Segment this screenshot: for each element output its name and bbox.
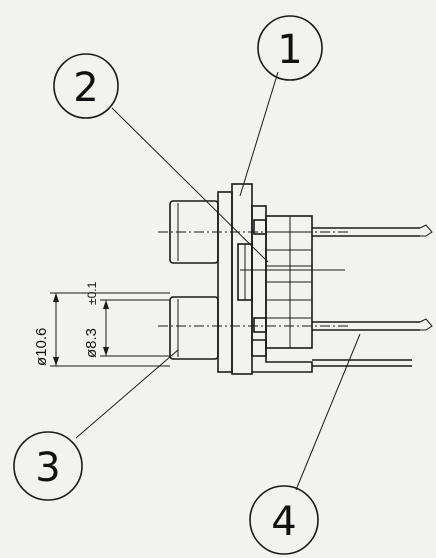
leader-3 — [75, 349, 179, 439]
leader-2 — [111, 107, 269, 263]
callout-4-circle — [249, 485, 319, 555]
callout-1-number: 1 — [277, 27, 302, 73]
leader-1 — [239, 71, 279, 197]
inner-dim-arrow-top — [103, 300, 109, 309]
callout-2-circle — [53, 53, 119, 119]
callout-1: 1 — [257, 15, 323, 81]
lead-upper-tip — [419, 224, 433, 237]
callout-2: 2 — [53, 53, 119, 119]
upper-block — [253, 219, 267, 235]
leads — [312, 224, 433, 367]
lower-block — [253, 317, 267, 333]
inner-diameter-label: ø8.3 — [83, 328, 100, 358]
leader-lines — [75, 71, 361, 491]
callout-4-number: 4 — [271, 499, 296, 545]
lower-button-body — [169, 296, 219, 360]
callout-3-circle — [13, 431, 83, 501]
inner-dim-arrow-bottom — [103, 347, 109, 356]
outer-dim-arrow-bottom — [53, 357, 59, 366]
callout-3: 3 — [13, 431, 83, 501]
lead-lower-tip — [419, 318, 433, 331]
outer-dim-arrow-top — [53, 293, 59, 302]
callout-4: 4 — [249, 485, 319, 555]
dimension-lines — [50, 292, 170, 367]
outer-diameter-label: ø10.6 — [33, 328, 50, 366]
housing — [217, 183, 345, 375]
housing-bracket — [231, 183, 253, 375]
callout-1-circle — [257, 15, 323, 81]
callout-3-number: 3 — [35, 445, 60, 491]
bottom-tab — [252, 339, 313, 373]
callout-2-number: 2 — [73, 65, 98, 111]
tolerance-label: ±0.1 — [85, 281, 99, 305]
leader-4 — [295, 333, 361, 491]
